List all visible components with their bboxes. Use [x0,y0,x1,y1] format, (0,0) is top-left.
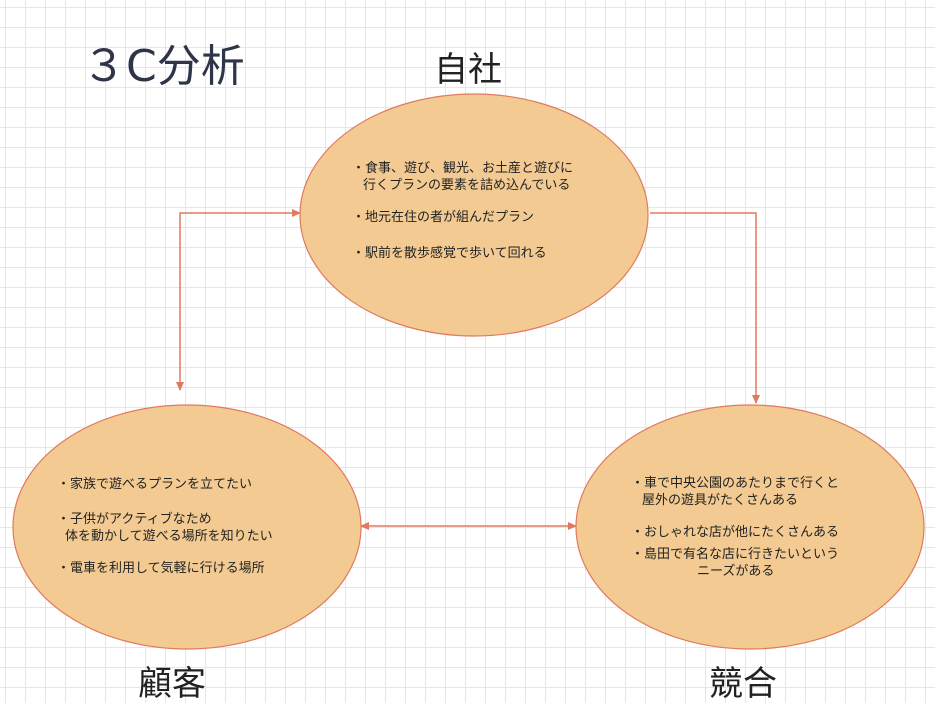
competitor-item-3: ・島田で有名な店に行きたいという ニーズがある [631,546,839,580]
connector-customer-company [176,209,301,391]
company-item-1-line-2: 行くプランの要素を詰め込んでいる [363,178,571,193]
company-item-2-line-1: ・地元在住の者が組んだプラン [352,210,535,225]
competitor-item-1: ・車で中央公園のあたりまで行くと 屋外の遊具がたくさんある [631,475,839,509]
customer-ellipse[interactable] [12,404,362,650]
competitor-label: 競合 [709,664,777,704]
company-item-3: ・駅前を散歩感覚で歩いて回れる [352,245,547,262]
competitor-item-1-line-1: ・車で中央公園のあたりまで行くと [631,476,840,491]
customer-item-2-line-1: ・子供がアクティブなため [57,512,212,527]
competitor-item-3-line-1: ・島田で有名な店に行きたいという [631,547,840,562]
customer-label: 顧客 [138,664,206,704]
customer-item-2-line-2: 体を動かして遊べる場所を知りたい [65,529,273,544]
diagram-title: ３C分析 [82,41,245,92]
competitor-item-1-line-2: 屋外の遊具がたくさんある [642,493,799,508]
customer-item-3: ・電車を利用して気軽に行ける場所 [57,560,265,577]
competitor-item-3-line-2: ニーズがある [697,564,775,579]
company-item-1: ・食事、遊び、観光、お土産と遊びに 行くプランの要素を詰め込んでいる [352,160,573,194]
competitor-item-2: ・おしゃれな店が他にたくさんある [631,524,839,541]
customer-item-3-line-1: ・電車を利用して気軽に行ける場所 [57,561,265,576]
competitor-ellipse[interactable] [575,404,925,650]
company-label: 自社 [434,50,502,90]
connector-company-competitor [650,212,760,404]
customer-item-1: ・家族で遊べるプランを立てたい [57,476,252,493]
competitor-item-2-line-1: ・おしゃれな店が他にたくさんある [631,525,840,540]
company-item-1-line-1: ・食事、遊び、観光、お土産と遊びに [352,161,574,176]
company-item-3-line-1: ・駅前を散歩感覚で歩いて回れる [352,246,547,261]
company-ellipse[interactable] [299,93,649,337]
customer-item-1-line-1: ・家族で遊べるプランを立てたい [57,477,253,492]
customer-item-2: ・子供がアクティブなため 体を動かして遊べる場所を知りたい [57,511,273,545]
company-item-2: ・地元在住の者が組んだプラン [352,209,534,226]
